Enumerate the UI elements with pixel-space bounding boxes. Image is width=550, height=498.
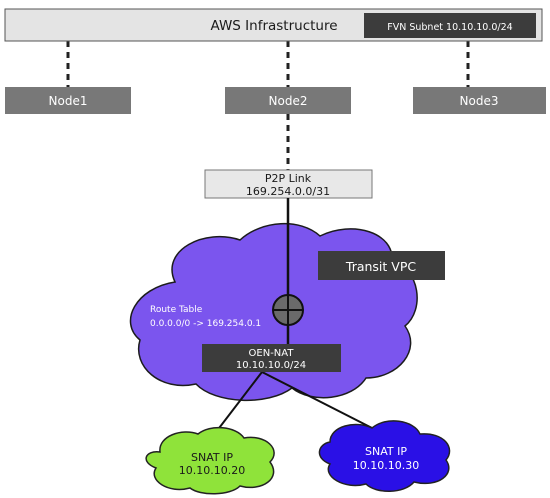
p2p-link-cidr: 169.254.0.0/31 bbox=[246, 185, 330, 198]
connector-nat-snat-1 bbox=[212, 371, 263, 437]
route-table-title: Route Table bbox=[150, 305, 203, 315]
snat-ip-title-blue: SNAT IP bbox=[365, 445, 407, 458]
route-table-route: 0.0.0.0/0 -> 169.254.0.1 bbox=[150, 319, 261, 329]
transit-vpc-label: Transit VPC bbox=[345, 259, 416, 274]
snat-ip-title-green: SNAT IP bbox=[191, 451, 233, 464]
node-label: Node1 bbox=[49, 94, 88, 108]
node-label: Node2 bbox=[269, 94, 308, 108]
oen-nat-title: OEN-NAT bbox=[249, 348, 295, 359]
fvn-subnet-label: FVN Subnet 10.10.10.0/24 bbox=[387, 22, 512, 33]
oen-nat-cidr: 10.10.10.0/24 bbox=[236, 360, 306, 371]
transit-vpc-label-box: Transit VPC bbox=[318, 251, 445, 280]
node-node1: Node1 bbox=[5, 87, 131, 114]
node-label: Node3 bbox=[460, 94, 499, 108]
p2p-link-box: P2P Link 169.254.0.0/31 bbox=[204, 169, 373, 199]
snat-ip-cloud-green bbox=[145, 426, 275, 495]
p2p-link-title: P2P Link bbox=[265, 172, 312, 185]
snat-ip-address-green: 10.10.10.20 bbox=[179, 464, 245, 477]
aws-infrastructure-title: AWS Infrastructure bbox=[210, 18, 337, 34]
node-node2: Node2 bbox=[225, 87, 351, 114]
snat-ip-cloud-blue bbox=[318, 420, 451, 492]
snat-ip-address-blue: 10.10.10.30 bbox=[353, 459, 419, 472]
router-crosshair-icon bbox=[272, 294, 304, 326]
connector-nat-snat-2 bbox=[261, 371, 373, 429]
node-node3: Node3 bbox=[413, 87, 546, 114]
oen-nat-box: OEN-NAT 10.10.10.0/24 bbox=[202, 344, 341, 372]
fvn-subnet-box: FVN Subnet 10.10.10.0/24 bbox=[364, 13, 536, 38]
